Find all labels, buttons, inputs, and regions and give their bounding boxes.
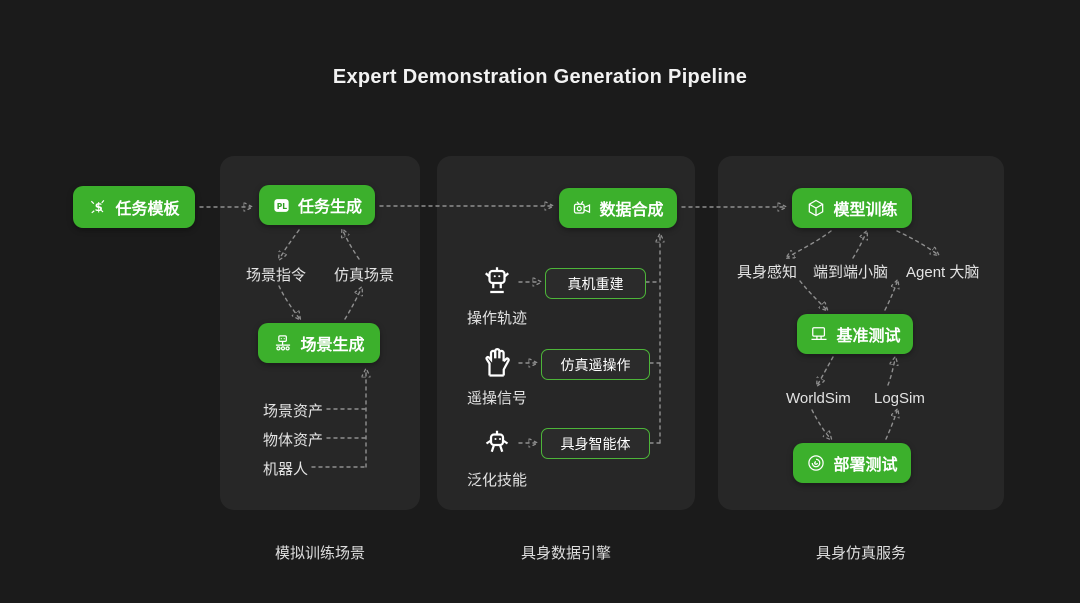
task-template-icon: $ <box>91 199 105 214</box>
text-embodied-perception: 具身感知 <box>737 264 798 281</box>
caption-sim-training-scene: 模拟训练场景 <box>274 545 365 562</box>
svg-text:$: $ <box>95 200 103 214</box>
text-generalized-skills: 泛化技能 <box>466 472 527 489</box>
text-scene-instruction: 场景指令 <box>246 267 307 284</box>
node-label: 数据合成 <box>599 202 664 219</box>
diagram-title: Expert Demonstration Generation Pipeline <box>332 66 748 88</box>
node-data-synthesis: 数据合成 <box>559 188 677 228</box>
node-model-training: 模型训练 <box>792 188 912 228</box>
text-teleop-signal: 遥操信号 <box>466 390 527 407</box>
text-end-to-end-cerebellum: 端到端小脑 <box>813 264 889 281</box>
recorder-icon <box>574 201 591 214</box>
fingerprint-icon <box>808 455 825 471</box>
node-label: 部署测试 <box>833 457 898 474</box>
text-logsim: LogSim <box>874 390 925 407</box>
text-sim-scene: 仿真场景 <box>334 267 395 284</box>
node-task-generation: PL 任务生成 <box>259 185 375 225</box>
robot-conveyor-icon <box>276 335 291 351</box>
text-robots: 机器人 <box>263 461 309 478</box>
text-object-assets: 物体资产 <box>263 432 324 449</box>
pl-badge-icon: PL <box>274 198 289 212</box>
node-real-machine-reconstruction: 真机重建 <box>545 268 646 299</box>
caption-embodied-data-engine: 具身数据引擎 <box>520 545 611 562</box>
node-scene-generation: 场景生成 <box>258 323 380 363</box>
skill-robot-icon <box>485 430 509 453</box>
node-label: 模型训练 <box>833 202 898 219</box>
node-sim-teleoperation: 仿真遥操作 <box>541 349 650 380</box>
node-label: 基准测试 <box>836 328 901 345</box>
text-agent-brain: Agent 大脑 <box>906 264 980 281</box>
monitor-icon <box>811 327 827 341</box>
glove-icon <box>485 347 510 377</box>
text-worldsim: WorldSim <box>786 390 851 407</box>
text-scene-assets: 场景资产 <box>263 403 324 420</box>
svg-text:PL: PL <box>277 202 288 211</box>
text-operation-trajectory: 操作轨迹 <box>466 310 527 327</box>
cube-icon <box>809 199 824 217</box>
node-benchmark-testing: 基准测试 <box>797 314 913 354</box>
robot-icon <box>484 267 510 294</box>
node-label: 任务生成 <box>297 199 362 216</box>
node-label: 任务模板 <box>115 201 180 218</box>
caption-embodied-sim-service: 具身仿真服务 <box>815 545 906 562</box>
node-task-template: $ 任务模板 <box>73 186 195 228</box>
node-embodied-agent: 具身智能体 <box>541 428 650 459</box>
node-label: 场景生成 <box>300 337 365 354</box>
node-deployment-testing: 部署测试 <box>793 443 911 483</box>
